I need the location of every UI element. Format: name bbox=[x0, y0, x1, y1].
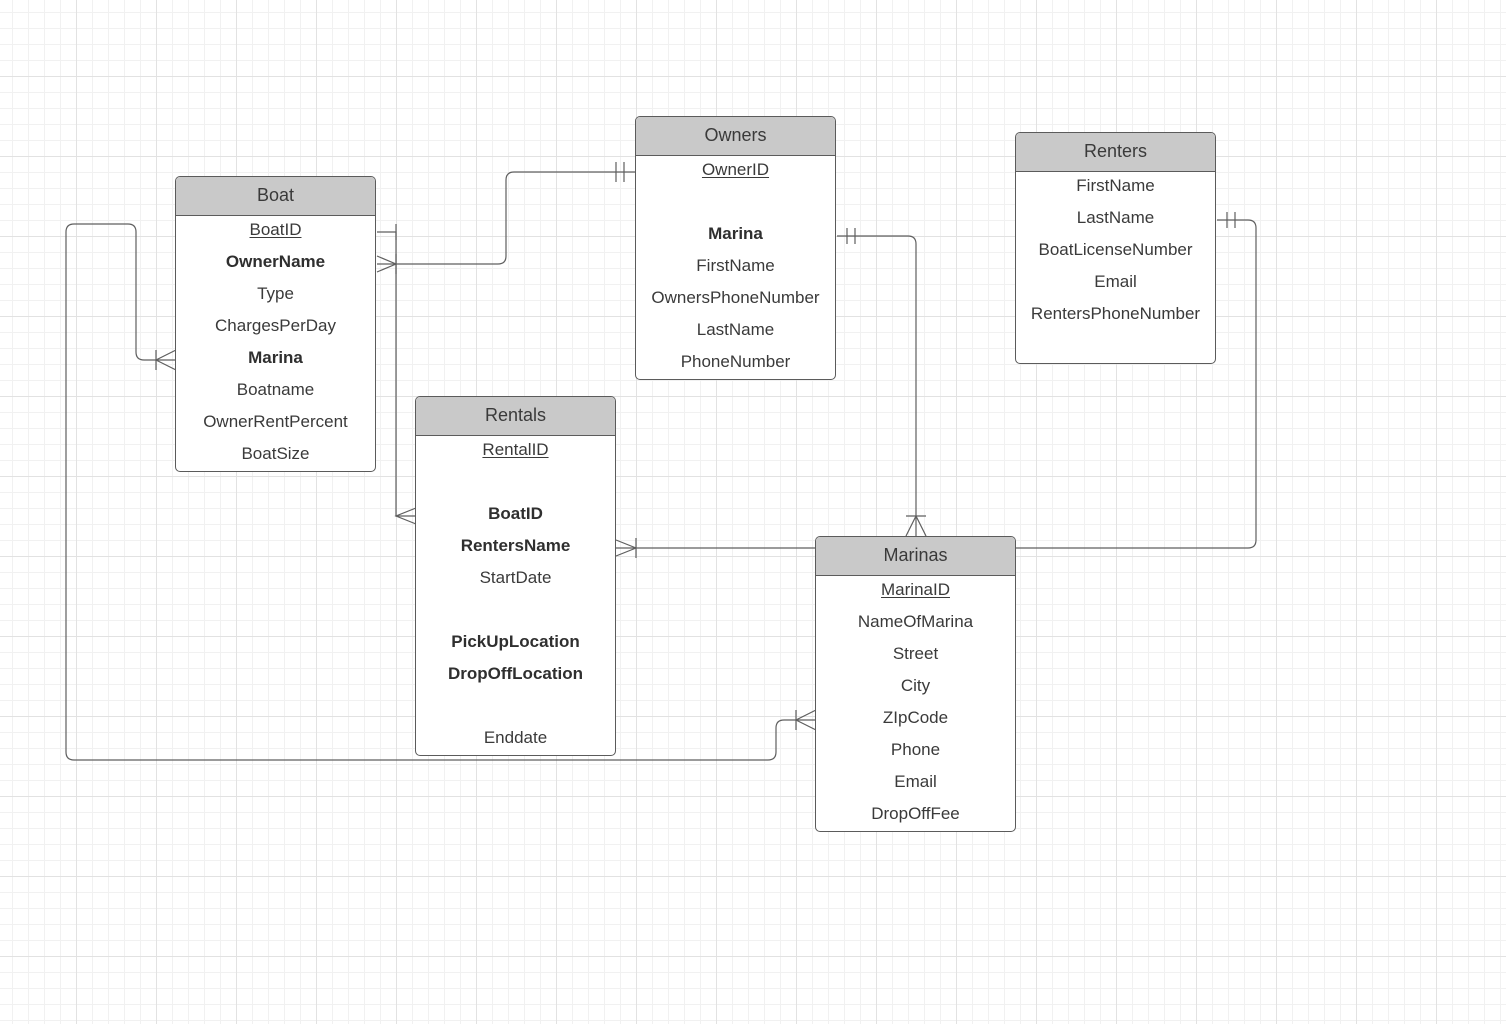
field: Enddate bbox=[483, 728, 548, 747]
connector-boat-rentals[interactable] bbox=[377, 231, 416, 517]
crowfoot-boat-owners bbox=[376, 254, 398, 274]
field-foreign-key: RentersName bbox=[460, 536, 571, 555]
field: ChargesPerDay bbox=[215, 316, 336, 335]
crowfoot-rentals-many bbox=[394, 507, 417, 525]
entity-owners[interactable]: Owners OwnerID Marina FirstName OwnersPh… bbox=[635, 116, 836, 380]
field: LastName bbox=[696, 320, 775, 339]
entity-title: Rentals bbox=[416, 397, 615, 436]
field: StartDate bbox=[479, 568, 552, 587]
field: LastName bbox=[1076, 208, 1155, 227]
entity-rentals[interactable]: Rentals RentalID BoatID RentersName Star… bbox=[415, 396, 616, 756]
field-foreign-key: DropOffLocation bbox=[447, 664, 584, 683]
field: City bbox=[900, 676, 931, 695]
connector-boat-owners[interactable] bbox=[377, 171, 636, 265]
crowfoot-boat-marina bbox=[154, 349, 177, 371]
entity-title: Boat bbox=[176, 177, 375, 216]
entity-title: Renters bbox=[1016, 133, 1215, 172]
field: BoatSize bbox=[241, 444, 310, 463]
field: Street bbox=[892, 644, 939, 663]
bar-owners-marina bbox=[846, 228, 856, 244]
entity-title: Marinas bbox=[816, 537, 1015, 576]
crowfoot-rentals-renters bbox=[615, 538, 638, 558]
field: RentersPhoneNumber bbox=[1030, 304, 1201, 323]
field: BoatLicenseNumber bbox=[1038, 240, 1193, 259]
connector-owners-marinas[interactable] bbox=[837, 235, 917, 536]
field: Email bbox=[894, 772, 937, 791]
entity-title: Owners bbox=[636, 117, 835, 156]
field-primary-key: OwnerID bbox=[701, 160, 770, 179]
field-foreign-key: BoatID bbox=[488, 504, 543, 523]
bar-renters-one bbox=[1226, 212, 1236, 228]
field-primary-key: RentalID bbox=[482, 440, 549, 459]
field: ZIpCode bbox=[882, 708, 949, 727]
field-foreign-key: PickUpLocation bbox=[451, 632, 580, 651]
field: Boatname bbox=[236, 380, 315, 399]
field: OwnerRentPercent bbox=[203, 412, 348, 431]
crowfoot-marinas-many bbox=[905, 514, 927, 537]
field: DropOffFee bbox=[871, 804, 960, 823]
field: NameOfMarina bbox=[857, 612, 974, 631]
field: Phone bbox=[890, 740, 941, 759]
field: FirstName bbox=[1076, 176, 1155, 195]
crowfoot-marinas-boat bbox=[794, 709, 817, 731]
bar-owners-one bbox=[615, 162, 625, 182]
field: Email bbox=[1094, 272, 1137, 291]
field: FirstName bbox=[696, 256, 775, 275]
field-primary-key: BoatID bbox=[249, 220, 302, 239]
field-foreign-key: Marina bbox=[708, 224, 763, 243]
field-foreign-key: OwnerName bbox=[225, 252, 326, 271]
field: PhoneNumber bbox=[680, 352, 791, 371]
field-primary-key: MarinaID bbox=[881, 580, 950, 599]
entity-boat[interactable]: Boat BoatID OwnerName Type ChargesPerDay… bbox=[175, 176, 376, 472]
entity-renters[interactable]: Renters FirstName LastName BoatLicenseNu… bbox=[1015, 132, 1216, 364]
field-foreign-key: Marina bbox=[248, 348, 303, 367]
entity-marinas[interactable]: Marinas MarinaID NameOfMarina Street Cit… bbox=[815, 536, 1016, 832]
field: OwnersPhoneNumber bbox=[651, 288, 820, 307]
field: Type bbox=[257, 284, 294, 303]
